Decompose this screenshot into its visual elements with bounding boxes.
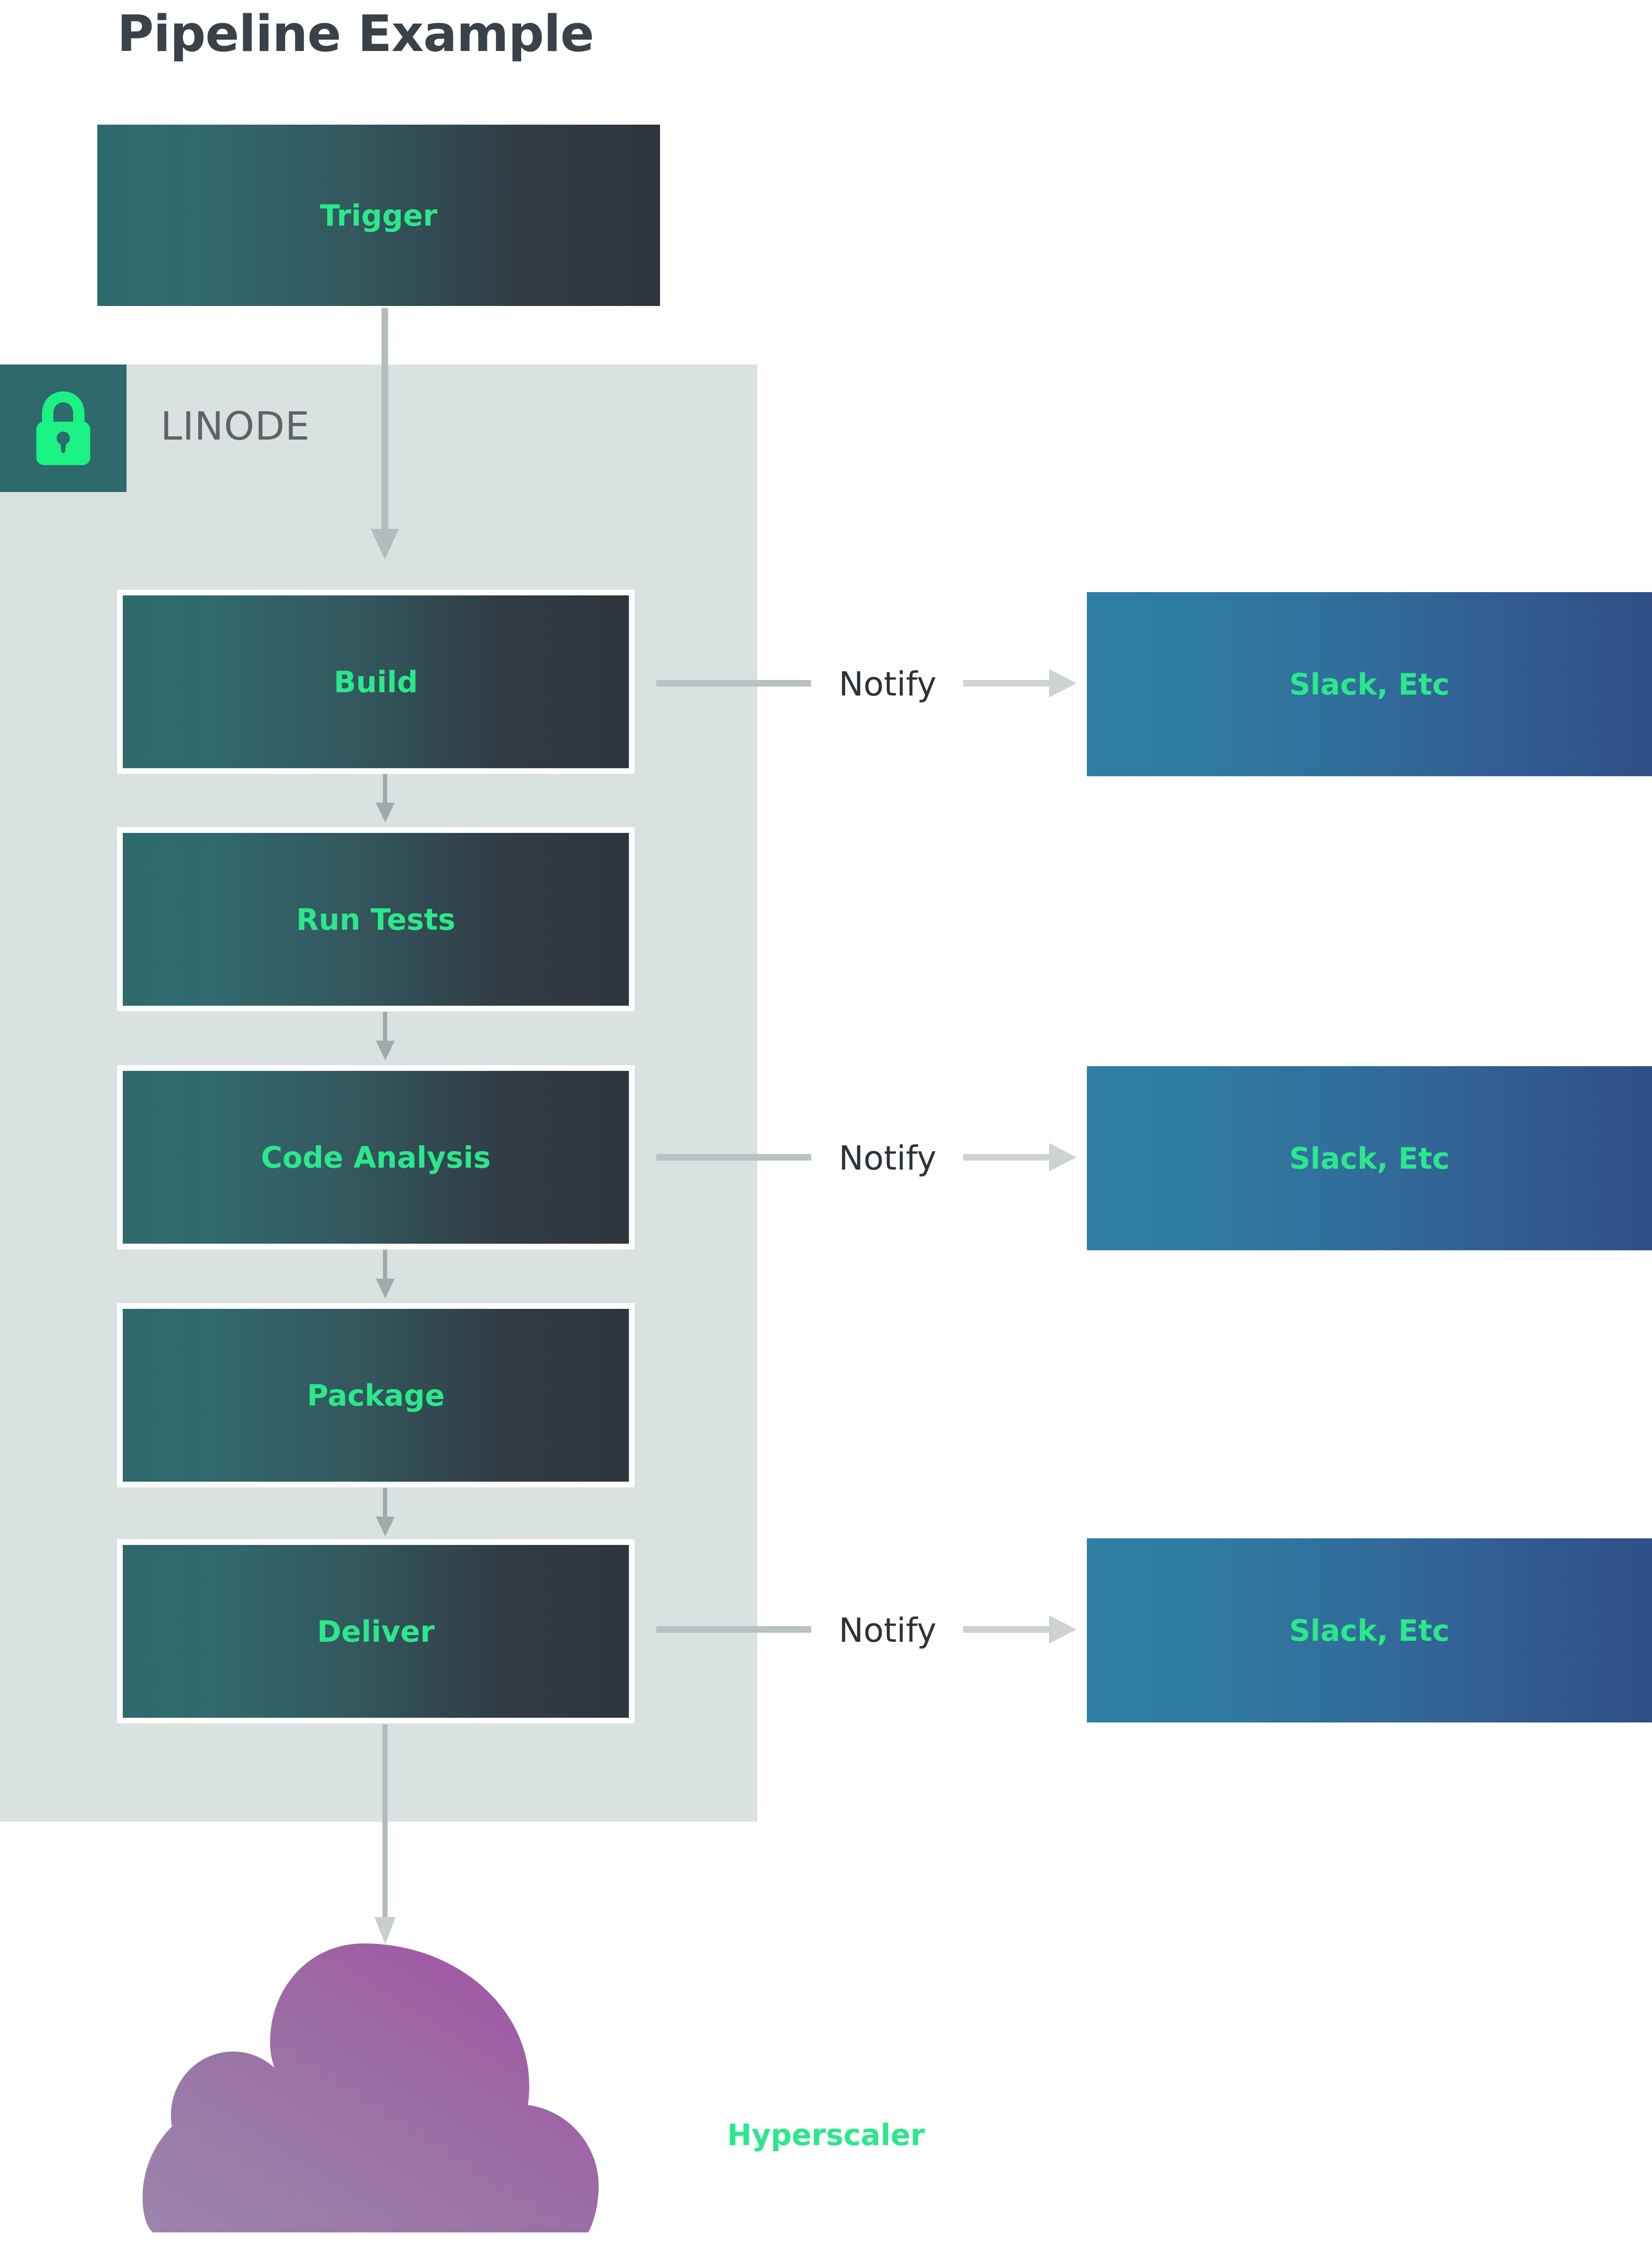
node-hyperscaler-label: Hyperscaler [727,2118,925,2152]
node-code-analysis-label: Code Analysis [261,1140,491,1175]
edge-label-notify-1: Notify [839,665,937,704]
node-slack-2-label: Slack, Etc [1289,1141,1450,1176]
node-slack-2[interactable]: Slack, Etc [1087,1066,1652,1250]
edge-label-notify-3: Notify [839,1611,937,1650]
node-slack-3-label: Slack, Etc [1289,1613,1450,1648]
lock-icon [28,389,99,468]
node-build[interactable]: Build [117,590,635,774]
node-trigger[interactable]: Trigger [97,125,660,306]
node-deliver-label: Deliver [317,1614,435,1649]
node-slack-1-label: Slack, Etc [1289,667,1450,702]
lock-badge [0,365,127,492]
page-title: Pipeline Example [117,5,594,63]
node-slack-1[interactable]: Slack, Etc [1087,592,1652,776]
node-build-label: Build [333,664,418,699]
node-run-tests-label: Run Tests [296,902,456,937]
node-package[interactable]: Package [117,1303,635,1487]
edge-label-notify-2: Notify [839,1139,937,1178]
node-hyperscaler[interactable] [142,1940,600,2232]
node-run-tests[interactable]: Run Tests [117,827,635,1011]
node-slack-3[interactable]: Slack, Etc [1087,1538,1652,1722]
cloud-icon [143,1943,599,2232]
node-deliver[interactable]: Deliver [117,1539,635,1723]
node-trigger-label: Trigger [320,198,438,233]
linode-zone-label: LINODE [161,404,310,449]
node-package-label: Package [307,1378,445,1413]
node-code-analysis[interactable]: Code Analysis [117,1065,635,1249]
